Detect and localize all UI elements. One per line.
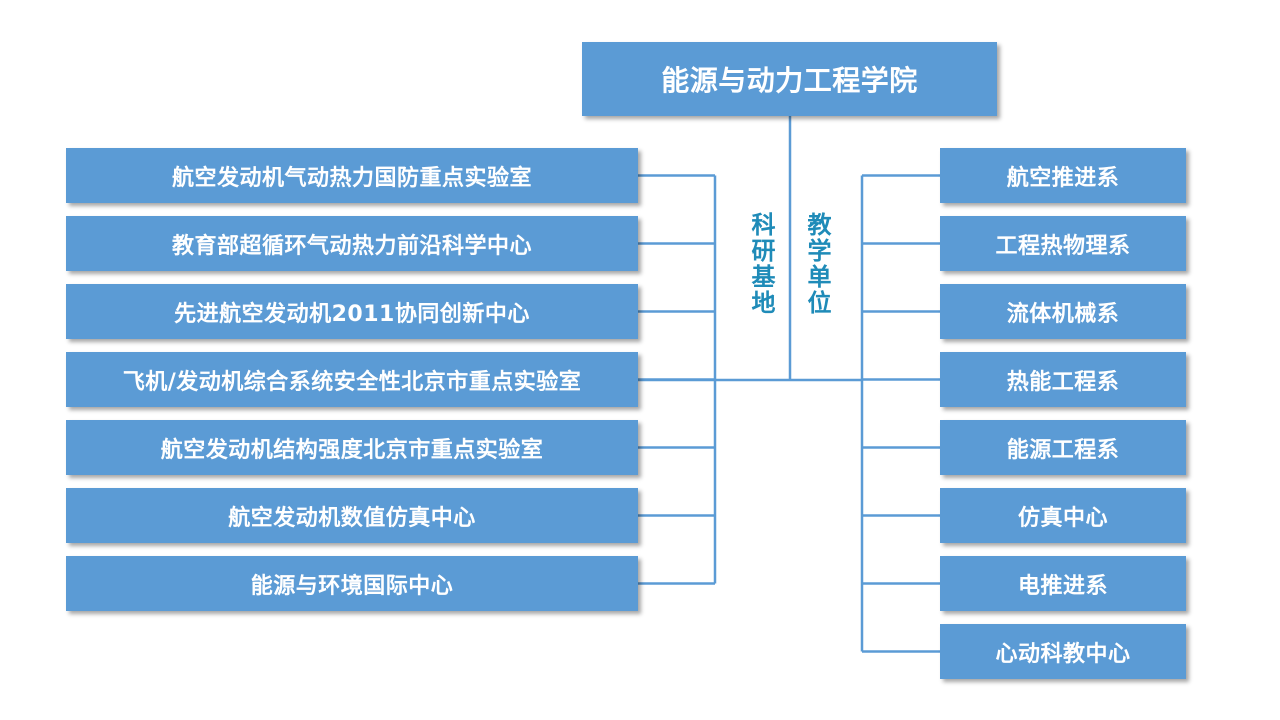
- research-node: 航空发动机气动热力国防重点实验室: [66, 148, 638, 203]
- teaching-node: 仿真中心: [940, 488, 1186, 543]
- research-node: 教育部超循环气动热力前沿科学中心: [66, 216, 638, 271]
- teaching-unit-label: 教学单位: [803, 212, 831, 316]
- research-base-label: 科研基地: [747, 212, 775, 316]
- teaching-node: 航空推进系: [940, 148, 1186, 203]
- teaching-node: 能源工程系: [940, 420, 1186, 475]
- research-node: 飞机/发动机综合系统安全性北京市重点实验室: [66, 352, 638, 407]
- root-node: 能源与动力工程学院: [582, 42, 997, 116]
- teaching-node: 心动科教中心: [940, 624, 1186, 679]
- teaching-node: 流体机械系: [940, 284, 1186, 339]
- research-node: 能源与环境国际中心: [66, 556, 638, 611]
- research-node: 航空发动机数值仿真中心: [66, 488, 638, 543]
- teaching-node: 工程热物理系: [940, 216, 1186, 271]
- research-node: 航空发动机结构强度北京市重点实验室: [66, 420, 638, 475]
- research-node: 先进航空发动机2011协同创新中心: [66, 284, 638, 339]
- teaching-node: 热能工程系: [940, 352, 1186, 407]
- teaching-node: 电推进系: [940, 556, 1186, 611]
